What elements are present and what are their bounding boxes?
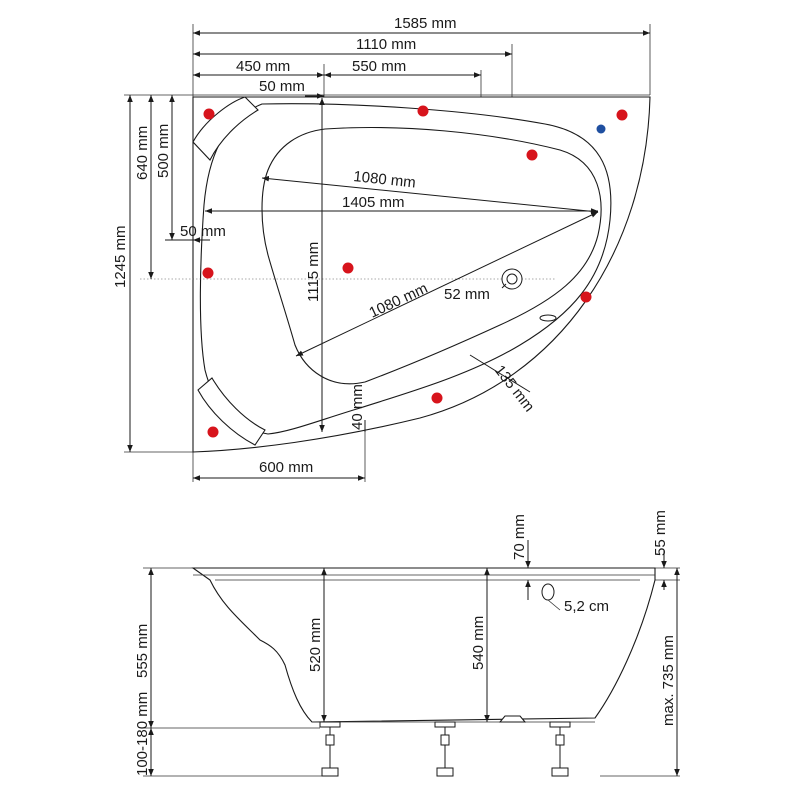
rim-offset-left-label: 50 mm	[180, 223, 226, 240]
headrest-bottom	[197, 377, 266, 446]
red-marker	[526, 149, 538, 161]
drain-diameter-label: 52 mm	[444, 286, 490, 303]
leg-right	[549, 721, 571, 777]
overall-width-label: 1585 mm	[394, 15, 457, 32]
leg-middle	[434, 721, 456, 777]
red-marker	[342, 262, 354, 274]
red-marker	[580, 291, 592, 303]
rim-offset-bottom-label: 40 mm	[349, 384, 366, 430]
blue-marker	[596, 124, 606, 134]
overall-depth-label: 1245 mm	[112, 225, 129, 288]
red-marker	[207, 426, 219, 438]
left-to-inner-label: 450 mm	[236, 58, 290, 75]
overflow-from-rim-label: 70 mm	[511, 514, 528, 560]
leg-height-label: 100-180 mm	[134, 692, 151, 776]
red-marker	[417, 105, 429, 117]
inner-length-label: 1405 mm	[342, 194, 405, 211]
dim-line-rim-width	[469, 354, 531, 393]
inner-depth-left-label: 520 mm	[307, 618, 324, 672]
headrest-top	[192, 96, 259, 161]
inner-to-overflow-label: 550 mm	[352, 58, 406, 75]
drain-inner-ring	[506, 273, 518, 285]
depth-to-drain-label: 640 mm	[134, 126, 151, 180]
inner-depth-label: 1115 mm	[305, 242, 322, 302]
overflow-diameter-label: 5,2 cm	[564, 598, 609, 615]
rim-thickness-label: 55 mm	[652, 510, 669, 556]
red-marker	[203, 108, 215, 120]
top-view: 1585 mm 1110 mm 450 mm 550 mm 50 mm 1245…	[112, 15, 651, 482]
inner-depth-to-drain-label: 500 mm	[155, 124, 172, 178]
dim-line-diagonal-upper	[261, 175, 599, 215]
dim-line-drain-diameter	[501, 283, 507, 289]
side-overflow-icon	[541, 583, 555, 601]
red-marker	[431, 392, 443, 404]
side-view: 70 mm 55 mm 5,2 cm 555 mm 100-180 mm 520…	[134, 510, 680, 777]
inner-depth-right-label: 540 mm	[470, 616, 487, 670]
bottom-width-label: 600 mm	[259, 459, 313, 476]
dim-line-diagonal-lower	[295, 211, 599, 357]
leg-left	[319, 721, 341, 777]
max-height-label: max. 735 mm	[660, 635, 677, 726]
overflow-leader-line	[547, 599, 561, 611]
width-to-drain-label: 1110 mm	[356, 36, 416, 53]
side-tub-body	[191, 567, 656, 723]
side-drain-bump	[498, 715, 527, 723]
red-marker	[616, 109, 628, 121]
rim-offset-top-label: 50 mm	[259, 78, 305, 95]
outer-height-label: 555 mm	[134, 624, 151, 678]
overflow-slot-icon	[539, 314, 557, 322]
diagonal-upper-label: 1080 mm	[353, 168, 417, 191]
red-marker	[202, 267, 214, 279]
